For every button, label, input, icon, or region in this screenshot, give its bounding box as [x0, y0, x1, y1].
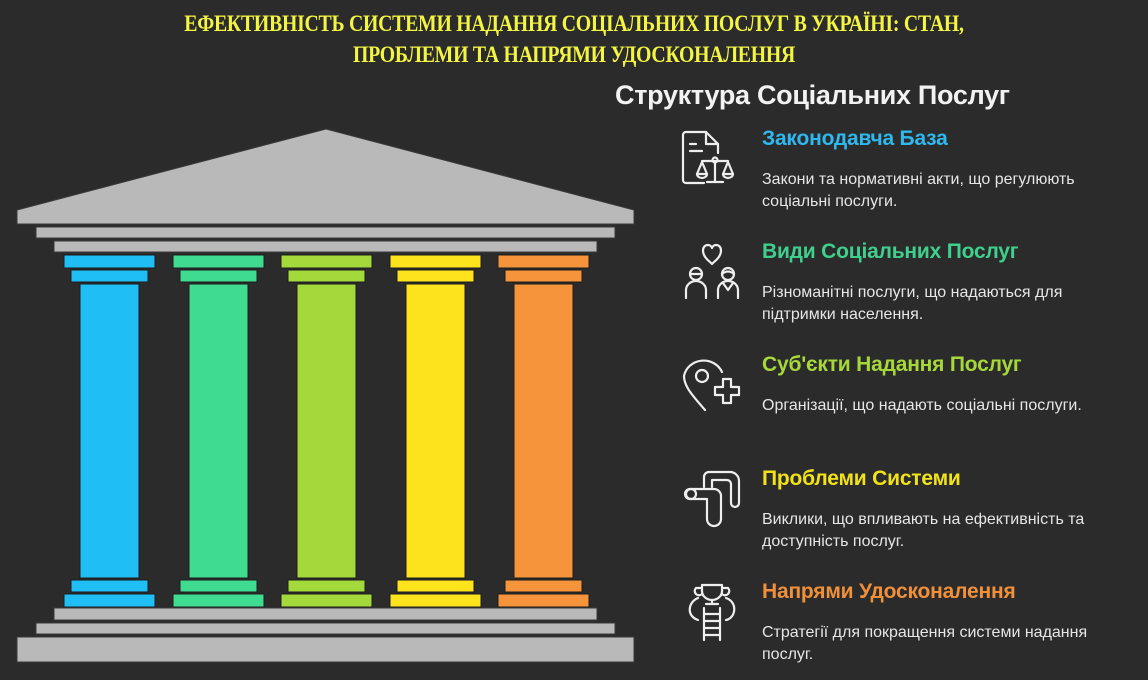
people-heart-icon [680, 242, 746, 302]
pillar [497, 254, 590, 608]
pillar-shaft [79, 283, 140, 579]
item-description: Організації, що надають соціальні послуг… [762, 397, 1082, 414]
item-heading: Напрями Удосконалення [762, 580, 1016, 603]
pillar-base-top [287, 579, 366, 593]
pillar-shaft [296, 283, 357, 579]
pillar [280, 254, 373, 608]
pillar-base-top [396, 579, 475, 593]
pillar-capital-bottom [70, 269, 149, 283]
pillar-shaft [513, 283, 574, 579]
diagram-title: Структура Соціальних Послуг [615, 80, 1010, 110]
pillar-capital-top [389, 254, 482, 269]
item-heading: Законодавча База [762, 127, 948, 150]
temple-base [16, 607, 635, 663]
base-step-3 [16, 636, 635, 663]
pillar-capital-top [63, 254, 156, 269]
item-heading: Проблеми Системи [762, 467, 961, 490]
roof-beam-2 [53, 240, 598, 253]
pillar-capital-top [497, 254, 590, 269]
temple-diagram [16, 128, 635, 663]
pillar-base-bottom [172, 593, 265, 608]
item-description: Різноманітні послуги, що надаються для п… [762, 284, 1063, 323]
pillar-capital-top [172, 254, 265, 269]
pillar-shaft [188, 283, 249, 579]
pillar-capital-top [280, 254, 373, 269]
pillar-base-bottom [389, 593, 482, 608]
pipe-path-icon [680, 469, 746, 529]
item-service-types: Види Соціальних Послуг Різноманітні посл… [680, 240, 1140, 340]
page-title-line-2: ПРОБЛЕМИ ТА НАПРЯМИ УДОСКОНАЛЕННЯ [352, 42, 796, 67]
pillar-base-bottom [497, 593, 590, 608]
pillar-base-top [504, 579, 583, 593]
item-system-problems: Проблеми Системи Виклики, що впливають н… [680, 467, 1140, 567]
page-title: ЕФЕКТИВНІСТЬ СИСТЕМИ НАДАННЯ СОЦІАЛЬНИХ … [80, 8, 1067, 70]
location-pin-plus-icon [680, 355, 746, 415]
roof-pediment [16, 128, 635, 225]
page-title-line-1: ЕФЕКТИВНІСТЬ СИСТЕМИ НАДАННЯ СОЦІАЛЬНИХ … [184, 11, 964, 36]
item-service-providers: Суб'єкти Надання Послуг Організації, що … [680, 353, 1140, 453]
pillar-capital-bottom [287, 269, 366, 283]
roof-beam-1 [35, 226, 616, 239]
base-step-2 [35, 622, 616, 635]
item-description: Виклики, що впливають на ефективність та… [762, 511, 1085, 550]
pillar-shaft [405, 283, 466, 579]
pillar [63, 254, 156, 608]
item-description: Закони та нормативні акти, що регулюють … [762, 171, 1075, 210]
pillar-base-bottom [63, 593, 156, 608]
pillar-capital-bottom [396, 269, 475, 283]
base-step-1 [53, 607, 598, 621]
item-description: Стратегії для покращення системи надання… [762, 624, 1088, 663]
pillar-base-top [70, 579, 149, 593]
item-heading: Суб'єкти Надання Послуг [762, 353, 1022, 376]
legal-document-scales-icon [680, 129, 746, 189]
temple-roof [16, 128, 635, 253]
pillar [389, 254, 482, 608]
pillar-base-top [179, 579, 258, 593]
trophy-ladder-icon [680, 582, 746, 642]
pillars [63, 254, 590, 608]
pillar-capital-bottom [179, 269, 258, 283]
pillar-base-bottom [280, 593, 373, 608]
item-legal-base: Законодавча База Закони та нормативні ак… [680, 127, 1140, 227]
item-heading: Види Соціальних Послуг [762, 240, 1019, 263]
pillar-capital-bottom [504, 269, 583, 283]
pillar [172, 254, 265, 608]
item-improvement-directions: Напрями Удосконалення Стратегії для покр… [680, 580, 1140, 680]
